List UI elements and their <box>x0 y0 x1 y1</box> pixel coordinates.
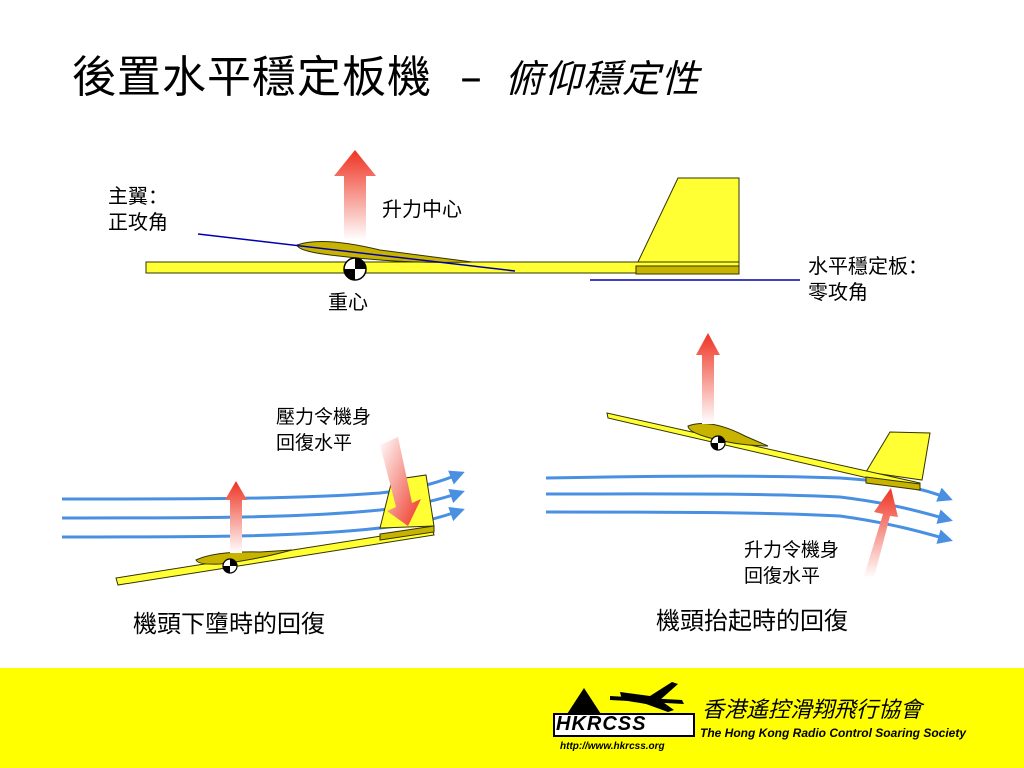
caption-nose-down: 機頭下墮時的回復 <box>133 610 325 638</box>
lift-arrow-left <box>225 481 247 553</box>
title-main: 後置水平穩定板機 <box>72 52 432 103</box>
nose-up-scene <box>545 333 953 578</box>
lift-return-label: 升力令機身 回復水平 <box>744 537 839 589</box>
lift-center-label: 升力中心 <box>382 197 462 221</box>
cg-symbol-right <box>710 435 726 451</box>
airflow-line <box>61 470 465 501</box>
nose-down-scene <box>61 437 465 586</box>
lift-arrow-right <box>696 333 720 424</box>
main-wing-label: 主翼： 正攻角 <box>108 183 168 235</box>
title-subtitle: 俯仰穩定性 <box>505 57 701 101</box>
pressure-label-line2: 回復水平 <box>276 432 353 454</box>
airflow-line <box>61 506 465 539</box>
pressure-label-line1: 壓力令機身 <box>276 406 372 428</box>
org-name-cn: 香港遙控滑翔飛行協會 <box>702 698 923 723</box>
hkrcss-logo-icon <box>553 682 695 737</box>
level-glider <box>145 150 800 281</box>
airflow-line <box>545 510 953 544</box>
stability-diagram <box>61 150 953 586</box>
pressure-arrow <box>380 437 421 526</box>
website-link[interactable]: http://www.hkrcss.org <box>560 741 665 752</box>
main-wing-label-line1: 主翼： <box>108 184 168 208</box>
horizontal-stabilizer <box>635 265 740 275</box>
main-wing-label-line2: 正攻角 <box>108 210 168 234</box>
title-separator: – <box>460 52 483 103</box>
stabilizer-right <box>865 476 921 491</box>
slide-title: 後置水平穩定板機–俯仰穩定性 <box>72 48 700 109</box>
org-name-en: The Hong Kong Radio Control Soaring Soci… <box>700 726 966 740</box>
pressure-label: 壓力令機身 回復水平 <box>276 404 371 456</box>
stabilizer-label-line1: 水平穩定板： <box>808 254 928 278</box>
cg-symbol-left <box>222 558 238 574</box>
wing-airfoil-left <box>195 549 293 565</box>
airflow-line <box>61 488 465 520</box>
stabilizer-label: 水平穩定板： 零攻角 <box>808 253 928 305</box>
stabilizer-left <box>379 525 435 541</box>
footer-bar <box>0 668 1024 768</box>
main-wing-leader-line <box>197 233 516 272</box>
tail-lift-arrow <box>864 488 898 578</box>
vertical-fin <box>636 177 740 265</box>
airflow-lines-left <box>61 470 465 539</box>
logo-text: HKRCSS <box>556 713 647 735</box>
cg-symbol <box>343 257 367 281</box>
stabilizer-label-line2: 零攻角 <box>808 280 868 304</box>
cg-label: 重心 <box>328 290 368 314</box>
caption-nose-up: 機頭抬起時的回復 <box>656 607 848 635</box>
tail-fin-right <box>865 431 931 481</box>
wing-airfoil-right <box>687 423 769 447</box>
lift-arrow-top <box>334 150 376 240</box>
lift-return-label-line2: 回復水平 <box>744 565 821 587</box>
lift-return-label-line1: 升力令機身 <box>744 539 840 561</box>
main-wing-airfoil <box>296 240 473 263</box>
airflow-line <box>545 492 953 524</box>
